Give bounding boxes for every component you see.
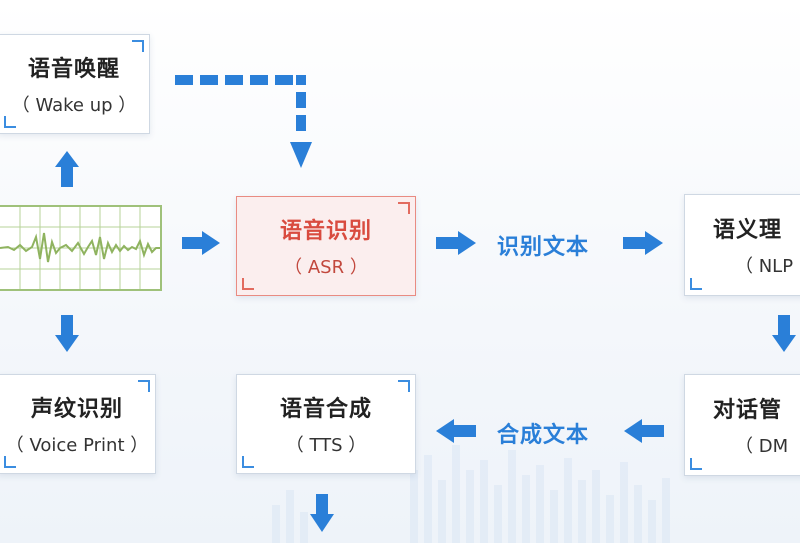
arrow-down-from-tts-icon [310,494,334,532]
arrow-down-to-dm-icon [772,315,796,352]
node-subtitle: （ TTS ） [285,435,367,456]
node-dm: 对话管 （ DM [684,374,800,476]
arrow-left-to-tts-icon [436,419,476,443]
audio-waveform-icon [0,207,160,289]
node-subtitle: （ Voice Print ） [5,435,149,456]
node-subtitle: （ DM [735,436,789,457]
node-title: 语义理 [713,218,783,243]
node-title: 声纹识别 [30,397,123,422]
node-title: 语音合成 [279,397,372,422]
node-title: 语音识别 [279,219,372,244]
node-voice-print: 声纹识别 （ Voice Print ） [0,374,156,474]
node-subtitle: （ Wake up ） [11,95,137,116]
node-nlp: 语义理 （ NLP [684,194,800,296]
arrow-up-to-wake-icon [55,151,79,187]
label-recognized-text: 识别文本 [497,235,590,260]
node-title: 语音唤醒 [27,57,120,82]
arrow-right-to-recognized-text-icon [436,231,476,255]
audio-waveform [0,205,162,291]
dashed-arrow-wake-to-asr-icon [175,75,312,168]
node-tts: 语音合成 （ TTS ） [236,374,416,474]
label-synth-text: 合成文本 [497,423,590,448]
arrow-right-to-asr-icon [182,231,220,255]
arrow-right-to-nlp-icon [623,231,663,255]
node-subtitle: （ NLP [735,256,794,277]
node-asr: 语音识别 （ ASR ） [236,196,416,296]
node-title: 对话管 [713,398,783,423]
arrow-left-to-synth-text-icon [624,419,664,443]
node-wake-up: 语音唤醒 （ Wake up ） [0,34,150,134]
arrow-down-to-voiceprint-icon [55,315,79,352]
node-subtitle: （ ASR ） [284,257,368,278]
